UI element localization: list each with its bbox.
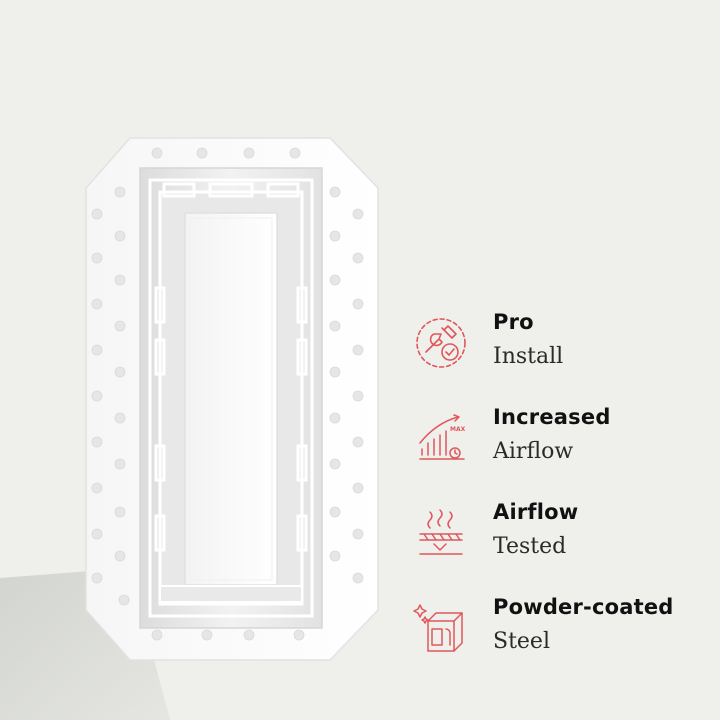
feature-title: Pro	[493, 310, 534, 334]
steel-cube-icon	[413, 604, 463, 652]
feature-subtitle: Install	[493, 344, 564, 369]
drywall-vent-frame-illustration	[0, 137, 379, 720]
feature-pro-install: Pro Install	[412, 308, 712, 378]
feature-title: Increased	[493, 405, 611, 429]
mounting-holes	[91, 147, 364, 641]
top-tabs	[162, 182, 300, 198]
feature-airflow-tested: Airflow Tested	[412, 498, 712, 568]
feature-powder-coated-steel: Powder-coated Steel	[412, 593, 712, 663]
max-label: MAX	[450, 426, 466, 433]
feature-increased-airflow: MAX Increased Airflow	[412, 403, 712, 473]
feature-title: Airflow	[493, 500, 579, 524]
feature-subtitle: Airflow	[493, 439, 574, 464]
wrench-gear-check-icon	[416, 318, 466, 368]
feature-subtitle: Tested	[493, 534, 567, 559]
side-tabs	[154, 286, 308, 552]
feature-subtitle: Steel	[493, 629, 550, 654]
airflow-waves-icon	[419, 509, 463, 555]
airflow-max-chart-icon: MAX	[419, 414, 466, 460]
front-plate	[184, 212, 278, 586]
feature-title: Powder-coated	[493, 595, 674, 619]
